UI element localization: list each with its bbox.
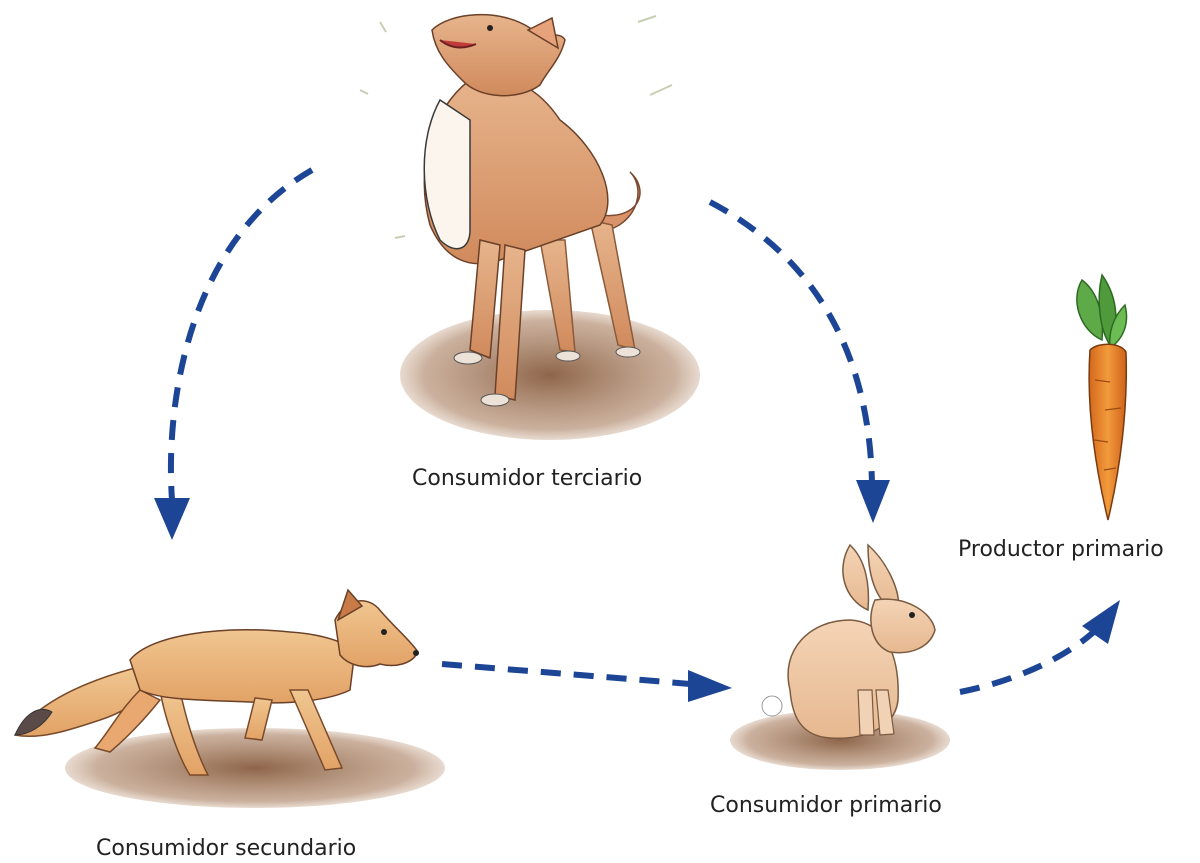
arrow-secondary-to-primary <box>442 664 690 684</box>
arrow-primary-to-producer <box>960 628 1098 692</box>
arrow-head-primary-left <box>688 670 732 702</box>
fox-illustration <box>15 590 445 808</box>
label-tertiary-consumer: Consumidor terciario <box>412 466 642 491</box>
arrow-tertiary-to-secondary <box>171 170 312 500</box>
label-secondary-consumer: Consumidor secundario <box>96 836 356 861</box>
arrow-tertiary-to-primary <box>710 202 872 485</box>
wolf-ground <box>400 310 700 440</box>
label-primary-producer: Productor primario <box>958 537 1164 562</box>
label-primary-consumer: Consumidor primario <box>710 793 942 818</box>
arrows <box>154 170 1120 702</box>
arrow-head-primary-top <box>856 480 890 523</box>
rabbit-illustration <box>730 545 950 770</box>
arrow-head-secondary <box>154 498 190 540</box>
carrot-illustration <box>1077 275 1127 520</box>
wolf-illustration <box>360 15 700 440</box>
